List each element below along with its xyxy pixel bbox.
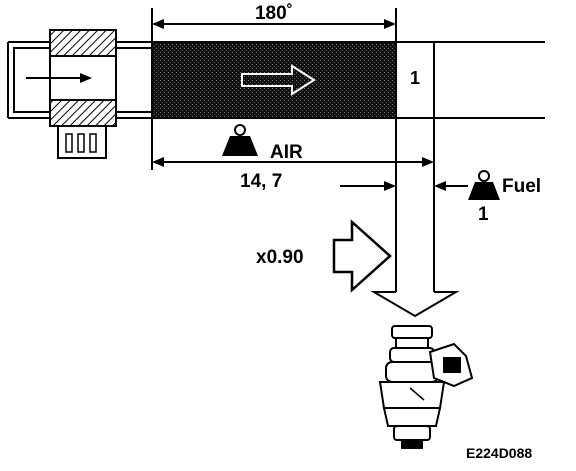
air-dimension: [151, 118, 434, 170]
fuel-value: 1: [478, 204, 489, 225]
figure-code: E224D088: [466, 445, 532, 461]
fuel-arrow: [434, 181, 468, 191]
fuel-duct: [370, 42, 460, 318]
duct-value: 1: [410, 68, 420, 88]
correction-label: x0.90: [256, 247, 304, 268]
correction-arrow: [332, 219, 392, 293]
air-label: AIR: [270, 142, 303, 163]
fuel-label: Fuel: [502, 176, 541, 197]
air-mass-block: [151, 41, 397, 119]
angle-label: 180˚: [255, 3, 293, 24]
weight-icon: [222, 124, 258, 156]
ratio-label: 14, 7: [240, 171, 282, 192]
air-flow-meter-icon: [13, 29, 153, 159]
weight-icon: [468, 170, 500, 200]
angle-dimension: [151, 8, 397, 42]
fuel-injector-icon: [378, 325, 474, 449]
air-ratio-arrow: [340, 181, 396, 191]
